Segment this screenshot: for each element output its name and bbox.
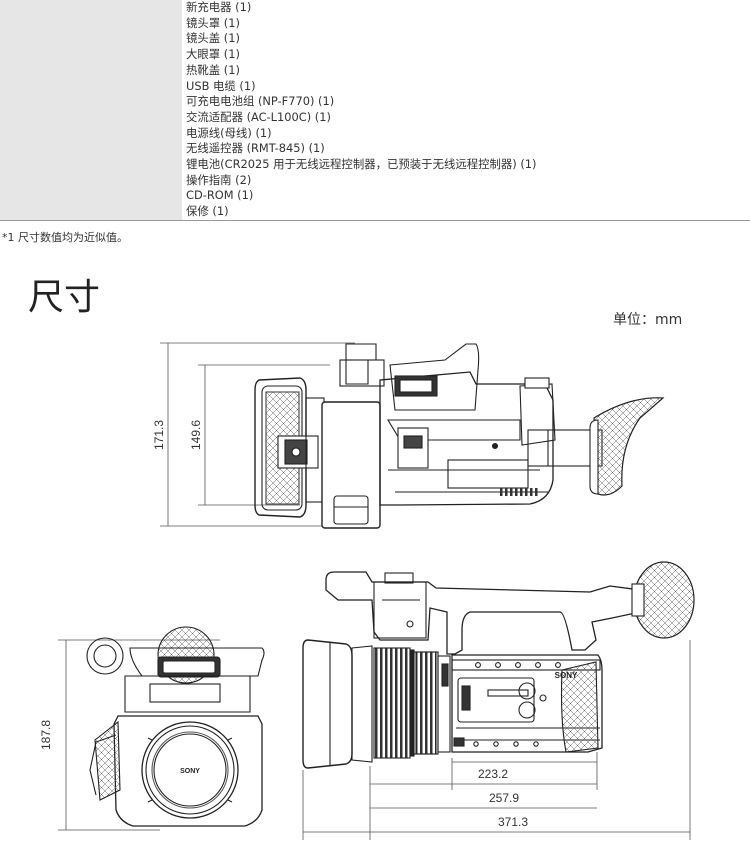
accessories-list: 新充电器 (1) 镜头罩 (1) 镜头盖 (1) 大眼罩 (1) 热靴盖 (1)… bbox=[186, 0, 537, 220]
front-view-drawing bbox=[58, 626, 265, 831]
top-view-drawing bbox=[160, 342, 665, 529]
accessory-item: 无线遥控器 (RMT-845) (1) bbox=[186, 141, 325, 156]
dim-height-body-label: 149.6 bbox=[189, 420, 203, 450]
accessory-item: 操作指南 (2) bbox=[186, 172, 252, 187]
footnote: *1 尺寸数值均为近似值。 bbox=[2, 231, 128, 244]
accessory-item: 镜头盖 (1) bbox=[186, 31, 240, 46]
dim-front-height-label: 187.8 bbox=[39, 720, 53, 750]
accessory-item: 交流适配器 (AC-L100C) (1) bbox=[186, 109, 331, 124]
accessory-item: 电源线(母线) (1) bbox=[186, 125, 272, 140]
side-view-drawing bbox=[302, 561, 695, 840]
accessories-label-cell bbox=[0, 0, 182, 220]
front-logo: SONY bbox=[180, 768, 200, 775]
accessory-item: 可充电电池组 (NP-F770) (1) bbox=[186, 94, 335, 109]
accessory-item: 保修 (1) bbox=[186, 204, 229, 219]
accessory-item: USB 电缆 (1) bbox=[186, 78, 256, 93]
accessory-item: 新充电器 (1) bbox=[186, 0, 252, 14]
dim-length-overall-label: 371.3 bbox=[498, 815, 528, 829]
accessories-table: 新充电器 (1) 镜头罩 (1) 镜头盖 (1) 大眼罩 (1) 热靴盖 (1)… bbox=[0, 0, 750, 221]
unit-label: 单位：mm bbox=[613, 312, 683, 328]
side-logo: SONY bbox=[555, 671, 578, 680]
accessory-item: 镜头罩 (1) bbox=[186, 15, 240, 30]
accessory-item: 大眼罩 (1) bbox=[186, 47, 240, 62]
dim-length-body-label: 223.2 bbox=[478, 767, 508, 781]
accessory-item: CD-ROM (1) bbox=[186, 188, 254, 203]
dim-length-lens-label: 257.9 bbox=[489, 791, 519, 805]
section-title: 尺寸 bbox=[28, 277, 101, 318]
accessory-item: 锂电池(CR2025 用于无线远程控制器，已预装于无线远程控制器) (1) bbox=[186, 157, 537, 172]
accessory-item: 热靴盖 (1) bbox=[186, 62, 240, 77]
dim-height-overall-label: 171.3 bbox=[152, 420, 166, 450]
